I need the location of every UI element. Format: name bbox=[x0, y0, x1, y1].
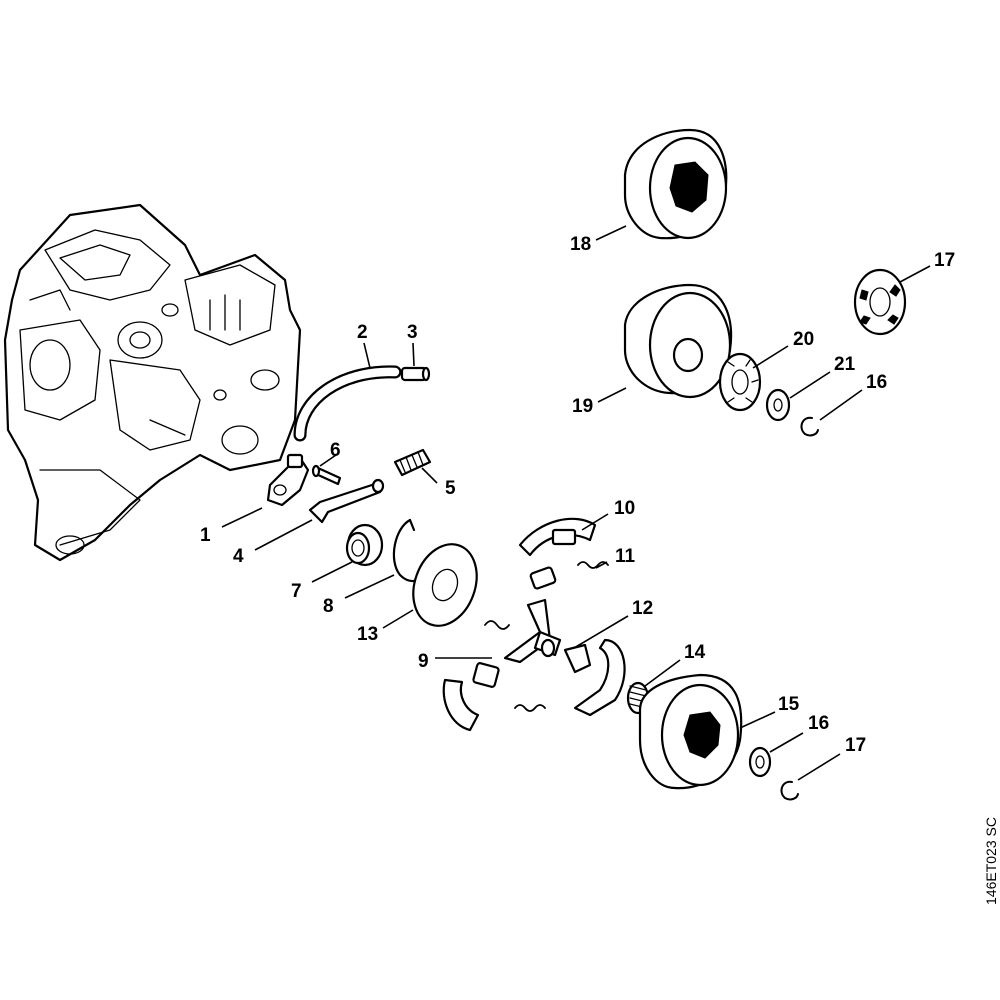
callout-10: 10 bbox=[614, 498, 635, 519]
callout-17: 17 bbox=[845, 735, 866, 756]
callout-3: 3 bbox=[407, 322, 418, 343]
callout-19: 19 bbox=[572, 396, 593, 417]
washer-16 bbox=[748, 746, 772, 778]
hose-fitting bbox=[400, 366, 431, 382]
clutch-drum-15 bbox=[638, 673, 743, 790]
rim-sprocket-20 bbox=[718, 352, 762, 412]
callout-21: 17 bbox=[934, 250, 955, 271]
callout-16: 16 bbox=[808, 713, 829, 734]
e-clip-17-upper bbox=[800, 416, 819, 437]
clutch-shoe-10 bbox=[518, 517, 597, 557]
callout-15: 15 bbox=[778, 694, 800, 715]
callout-17-upper: 16 bbox=[866, 372, 887, 393]
callout-20: 20 bbox=[793, 329, 814, 350]
rim-drum-19 bbox=[623, 283, 733, 399]
oil-pipe bbox=[308, 478, 385, 524]
small-spring bbox=[484, 620, 546, 712]
callout-14: 14 bbox=[684, 642, 706, 663]
callout-2: 2 bbox=[357, 322, 368, 343]
rim-sprocket-21 bbox=[853, 268, 907, 336]
clutch-shoe-9-lower bbox=[442, 662, 500, 732]
callout-13: 13 bbox=[357, 624, 378, 645]
tension-spring-11 bbox=[577, 561, 609, 569]
callout-18: 18 bbox=[570, 234, 591, 255]
oil-hose bbox=[293, 365, 402, 442]
callout-labels: 1 2 3 4 5 6 7 8 9 10 11 12 13 14 15 16 1… bbox=[200, 234, 955, 756]
clutch-shoe-12 bbox=[563, 638, 626, 717]
callout-8: 8 bbox=[323, 596, 334, 617]
callout-16-upper: 21 bbox=[834, 354, 856, 375]
callout-12: 12 bbox=[632, 598, 653, 619]
washer-13 bbox=[412, 543, 478, 627]
callout-5: 5 bbox=[445, 478, 456, 499]
carrier-9 bbox=[503, 598, 562, 664]
callout-11: 11 bbox=[615, 546, 636, 567]
leader-lines bbox=[221, 225, 931, 781]
worm-spring bbox=[393, 448, 432, 477]
needle-bearing-7 bbox=[345, 523, 384, 567]
e-clip-17 bbox=[780, 780, 799, 801]
callout-6: 6 bbox=[330, 440, 341, 461]
spring-clip bbox=[529, 566, 557, 590]
callout-9: 9 bbox=[418, 651, 429, 672]
figure-code: 146ET023 SC bbox=[983, 817, 999, 905]
callout-7: 7 bbox=[291, 581, 302, 602]
washer-16-upper bbox=[765, 388, 791, 422]
engine-housing bbox=[3, 203, 302, 562]
callout-1: 1 bbox=[200, 525, 211, 546]
screw bbox=[311, 464, 342, 486]
oil-pump bbox=[266, 453, 310, 507]
spur-sprocket-18 bbox=[623, 128, 728, 240]
callout-4: 4 bbox=[233, 546, 244, 567]
